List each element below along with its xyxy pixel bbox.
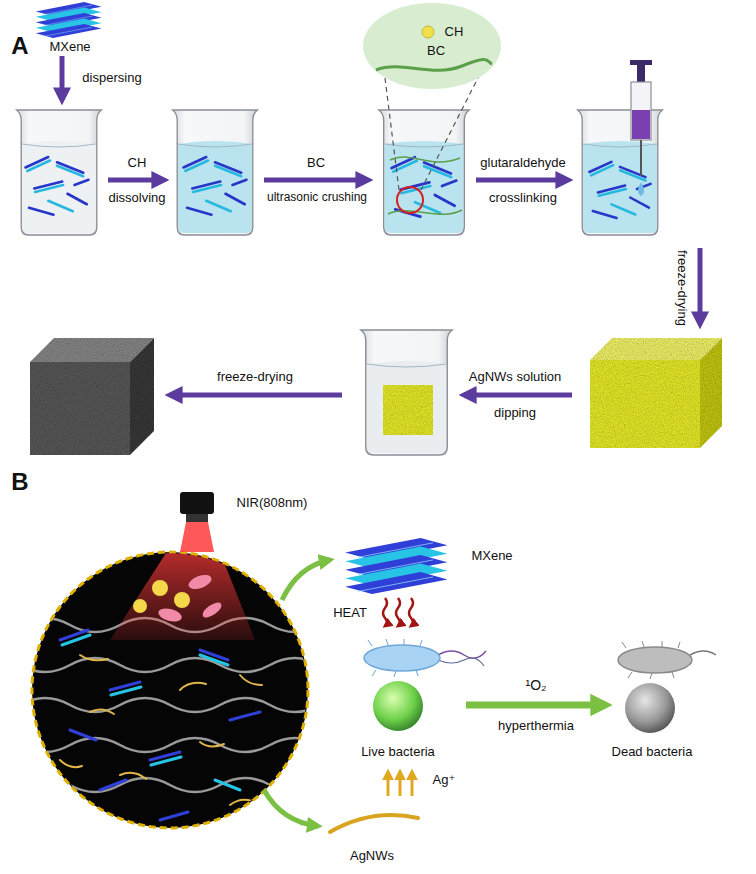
step-label: crosslinking: [489, 191, 557, 205]
step-label: AgNWs: [350, 849, 394, 863]
step-label: CH: [128, 156, 147, 170]
step-label: glutaraldehyde: [480, 156, 565, 170]
component-label: CH: [445, 25, 464, 39]
panel-letter: B: [11, 469, 28, 495]
step-label: ¹O₂: [526, 678, 547, 693]
step-label: MXene: [471, 549, 512, 563]
step-label: freeze-drying: [675, 250, 689, 326]
component-label: BC: [427, 44, 445, 58]
step-label: HEAT: [333, 606, 367, 620]
step-label: MXene: [49, 40, 90, 54]
step-label: Dead bacteria: [612, 745, 693, 759]
zoom-bubble: CHBC: [362, 2, 502, 90]
step-label: dissolving: [108, 191, 165, 205]
step-label: dispersing: [82, 71, 141, 85]
step-label: dipping: [494, 406, 536, 420]
step-label: Live bacteria: [361, 745, 435, 759]
step-label: BC: [307, 156, 325, 170]
step-label: ultrasonic crushing: [267, 191, 367, 204]
step-label: AgNWs solution: [469, 370, 561, 384]
step-label: freeze-drying: [217, 370, 293, 384]
step-label: NIR(808nm): [237, 496, 308, 510]
step-label: Ag⁺: [433, 773, 456, 787]
panel-letter: A: [11, 33, 28, 59]
step-label: hyperthermia: [498, 719, 574, 733]
